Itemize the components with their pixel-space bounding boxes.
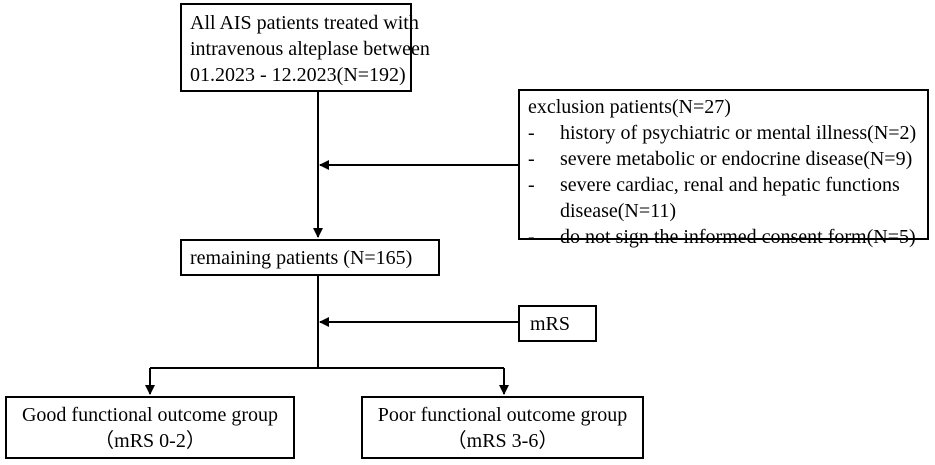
- bullet-dash: -: [528, 174, 535, 196]
- exclusion-item: - severe cardiac, renal and hepatic func…: [528, 172, 919, 224]
- mrs-assessment-box: mRS: [518, 305, 597, 342]
- poor-outcome-subtitle: （mRS 3-6）: [446, 430, 559, 452]
- good-outcome-subtitle: （mRS 0-2）: [94, 430, 206, 452]
- start-line-3: 01.2023 - 12.2023(N=192): [190, 64, 406, 86]
- start-line-2: intravenous alteplase between: [190, 38, 430, 60]
- start-population-box: All AIS patients treated with intravenou…: [180, 3, 430, 92]
- good-outcome-box: Good functional outcome group （mRS 0-2）: [5, 396, 295, 459]
- start-line-1: All AIS patients treated with: [190, 12, 419, 34]
- exclusion-title: exclusion patients(N=27): [528, 96, 731, 118]
- exclusion-item: - history of psychiatric or mental illne…: [528, 120, 919, 146]
- bullet-dash: -: [528, 148, 535, 170]
- exclusion-item-text: severe metabolic or endocrine disease(N=…: [560, 148, 913, 170]
- bullet-dash: -: [528, 226, 535, 248]
- remaining-patients-box: remaining patients (N=165): [180, 239, 440, 276]
- exclusion-item-text: severe cardiac, renal and hepatic functi…: [560, 174, 900, 222]
- exclusion-item: - do not sign the informed consent form(…: [528, 224, 919, 250]
- exclusion-item: - severe metabolic or endocrine disease(…: [528, 146, 919, 172]
- bullet-dash: -: [528, 122, 535, 144]
- good-outcome-title: Good functional outcome group: [21, 404, 279, 426]
- exclusion-item-text: history of psychiatric or mental illness…: [560, 122, 917, 144]
- exclusion-item-text: do not sign the informed consent form(N=…: [560, 226, 916, 248]
- poor-outcome-box: Poor functional outcome group （mRS 3-6）: [361, 396, 644, 459]
- poor-outcome-title: Poor functional outcome group: [377, 404, 628, 426]
- exclusion-box: exclusion patients(N=27) - history of ps…: [518, 89, 929, 248]
